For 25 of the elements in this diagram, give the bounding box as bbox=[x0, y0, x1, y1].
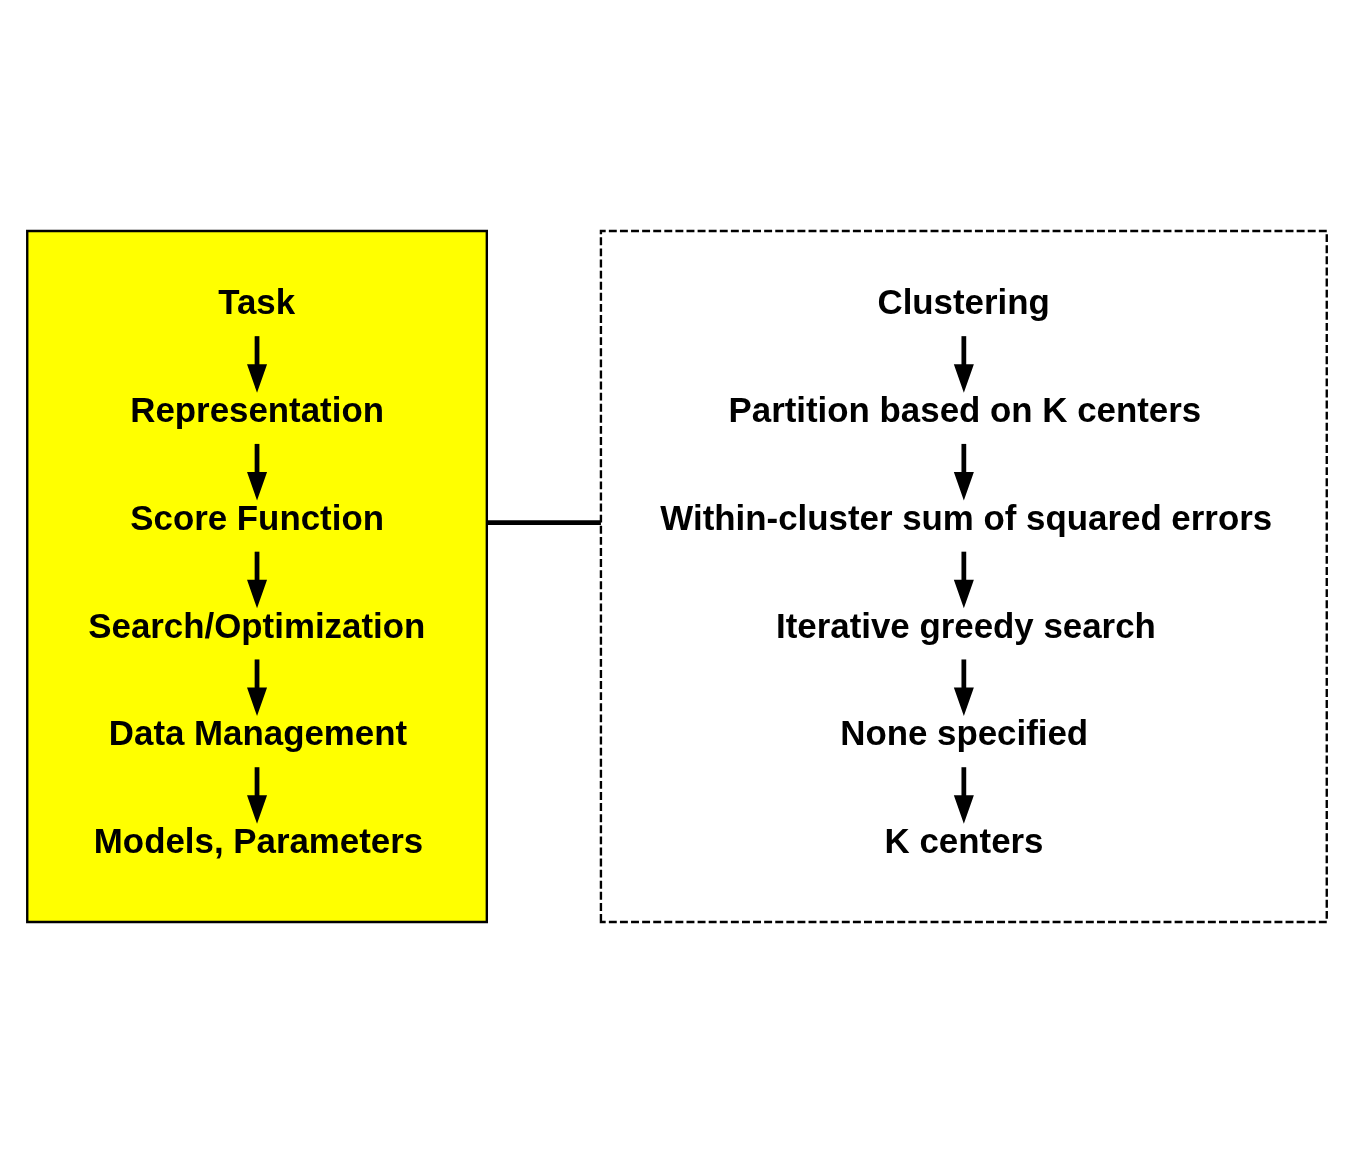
arrow bbox=[953, 336, 974, 393]
arrow bbox=[953, 767, 974, 824]
node-text: Partition based on K centers bbox=[728, 390, 1202, 430]
node-text: Score Function bbox=[130, 497, 384, 537]
cluster bbox=[599, 229, 1328, 924]
arrow bbox=[247, 551, 268, 609]
arrow bbox=[953, 659, 974, 717]
node-text: Models, Parameters bbox=[93, 821, 424, 861]
cluster bbox=[26, 229, 488, 924]
connector bbox=[486, 520, 601, 525]
arrow bbox=[247, 443, 268, 501]
node-text: None specified bbox=[840, 713, 1089, 753]
node-text: Representation bbox=[130, 390, 385, 430]
arrow bbox=[953, 443, 974, 501]
node-text: K centers bbox=[884, 821, 1044, 861]
arrow bbox=[247, 767, 268, 824]
node-text: Iterative greedy search bbox=[776, 605, 1156, 645]
node-text: Within-cluster sum of squared errors bbox=[660, 497, 1273, 537]
node-text: Search/Optimization bbox=[88, 605, 426, 645]
arrow bbox=[247, 336, 268, 393]
node-text: Clustering bbox=[877, 282, 1050, 322]
arrow bbox=[247, 659, 268, 717]
node-text: Task bbox=[218, 282, 296, 322]
node-text: Data Management bbox=[108, 713, 408, 753]
arrow bbox=[953, 551, 974, 609]
